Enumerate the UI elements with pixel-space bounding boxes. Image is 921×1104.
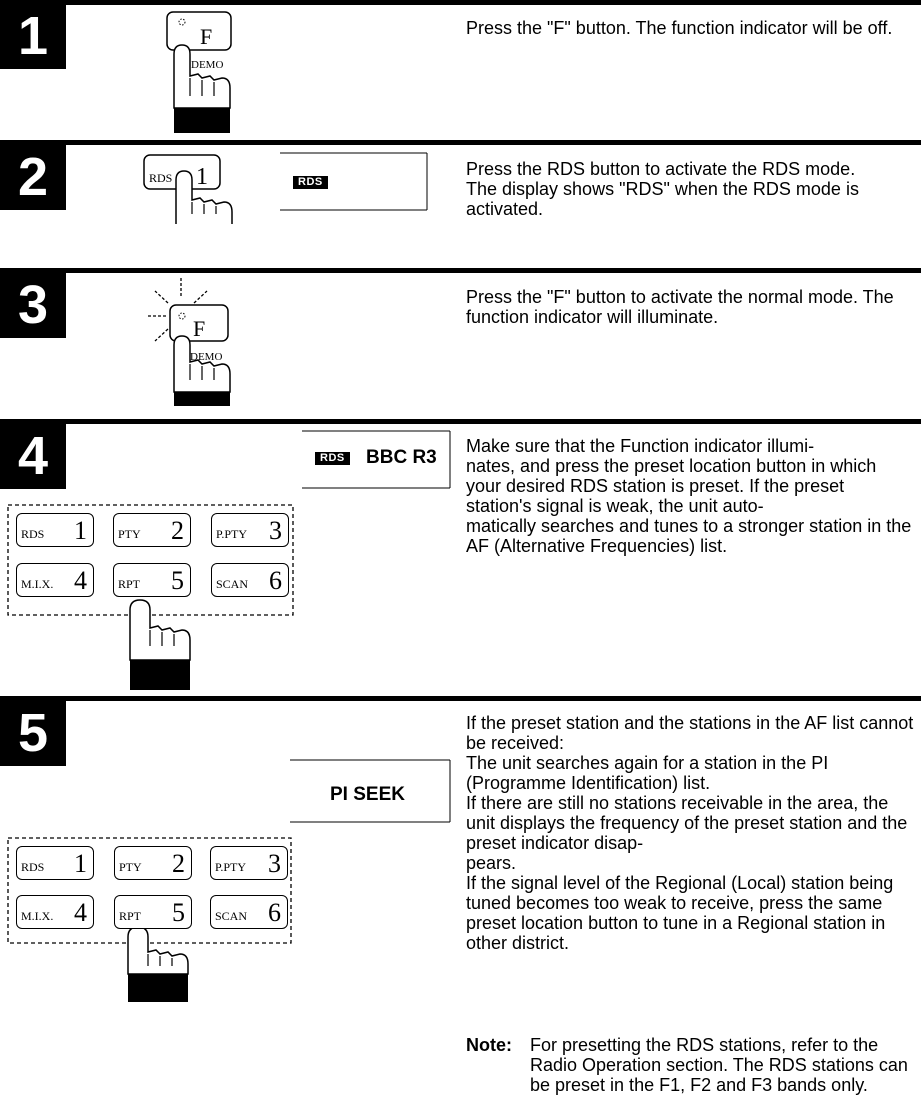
preset-key-mix: M.I.X.4 xyxy=(16,563,94,597)
rds-indicator: RDS xyxy=(293,176,328,189)
note-text: For presetting the RDS stations, refer t… xyxy=(530,1035,914,1095)
f-button: F xyxy=(167,12,231,50)
svg-text:DEMO: DEMO xyxy=(191,59,223,71)
step-2-text: Press the RDS button to activate the RDS… xyxy=(466,159,914,219)
pressing-hand-icon: DEMO xyxy=(174,336,230,406)
svg-text:DEMO: DEMO xyxy=(190,351,222,363)
illustrations: F DEMO RDS 1 F DEMO xyxy=(0,0,460,1104)
svg-text:F: F xyxy=(193,316,205,341)
pressing-hand-icon: DEMO xyxy=(174,45,230,133)
step-4-text: Make sure that the Function indicator il… xyxy=(466,436,914,556)
rds-indicator: RDS xyxy=(315,452,350,465)
preset-key-mix: M.I.X.4 xyxy=(16,895,94,929)
station-name: BBC R3 xyxy=(366,447,437,469)
step-5-text: If the preset station and the stations i… xyxy=(466,713,914,953)
pressing-hand-icon xyxy=(130,600,190,690)
svg-text:1: 1 xyxy=(196,164,208,190)
note-label: Note: xyxy=(466,1035,512,1055)
step-3-text: Press the "F" button to activate the nor… xyxy=(466,287,914,327)
svg-text:F: F xyxy=(200,24,212,49)
step-1-text: Press the "F" button. The function indic… xyxy=(466,18,914,38)
pi-seek-display: PI SEEK xyxy=(330,784,405,806)
pressing-hand-icon xyxy=(128,927,188,1002)
svg-text:RDS: RDS xyxy=(149,171,172,185)
